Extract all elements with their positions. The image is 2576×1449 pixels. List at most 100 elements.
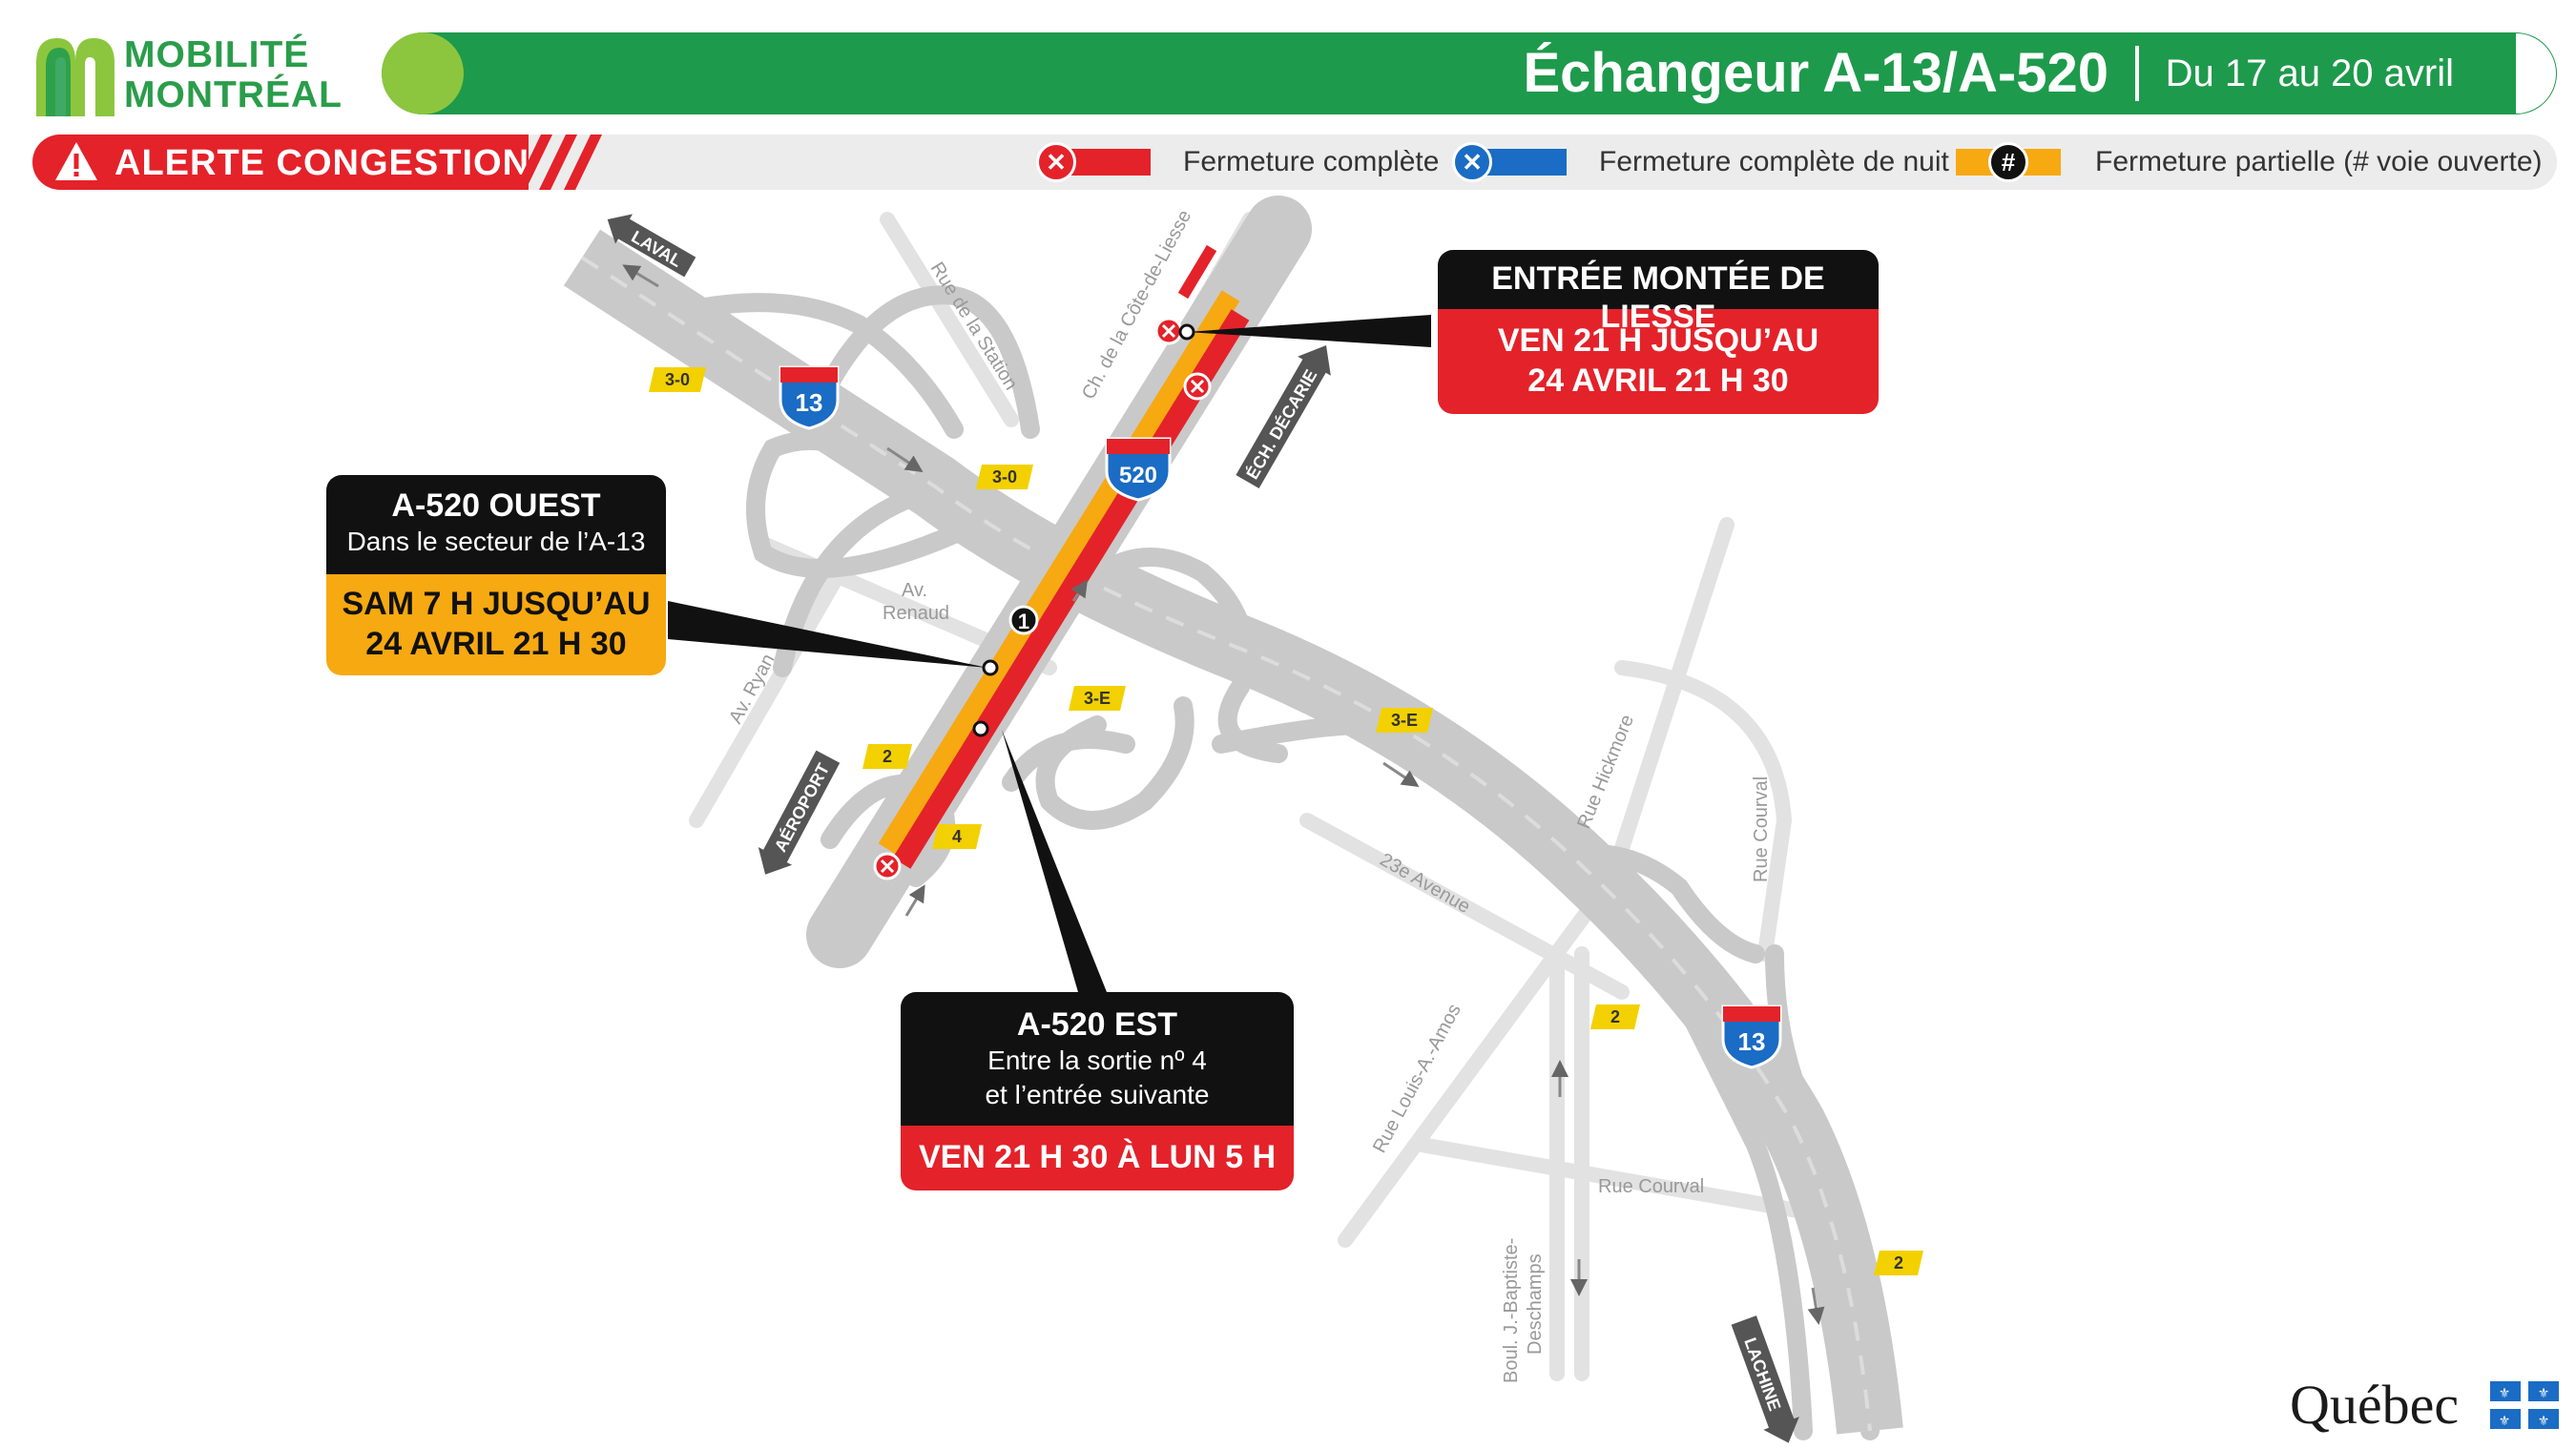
svg-text:⚜: ⚜ [2499, 1413, 2511, 1428]
a520-est-full-closure [892, 309, 1250, 869]
svg-text:3-0: 3-0 [665, 370, 690, 389]
callout-time-line1: VEN 21 H JUSQU’AU [1497, 322, 1819, 359]
exit-tags: 3-0 3-0 3-E 3-E 2 4 2 2 [649, 367, 1923, 1275]
legend-label: Fermeture complète [1183, 146, 1440, 177]
callout-title: A-520 OUEST [391, 487, 601, 524]
svg-text:4: 4 [952, 827, 962, 846]
callout-subtitle-line2: et l’entrée suivante [985, 1080, 1210, 1109]
svg-text:13: 13 [796, 388, 823, 417]
direction-aeroport: AÉROPORT [758, 750, 841, 875]
legend-label: Fermeture complète de nuit [1599, 146, 1949, 177]
callout-time-line1: VEN 21 H 30 À LUN 5 H [918, 1139, 1277, 1175]
callout-time-line2: 24 AVRIL 21 H 30 [365, 626, 627, 662]
a520-west-partial-closure [878, 290, 1240, 855]
avenue-23-street [1299, 813, 1630, 1000]
callout-head: A-520 OUEST Dans le secteur de l’A-13 [326, 475, 666, 574]
quebec-logo: Québec ⚜ ⚜ ⚜ ⚜ [2290, 1374, 2566, 1437]
alert-congestion-badge: ALERTE CONGESTION [32, 135, 529, 190]
svg-text:2: 2 [1894, 1253, 1903, 1273]
callout-subtitle: Dans le secteur de l’A-13 [346, 527, 646, 556]
alert-stripes-icon [514, 135, 602, 190]
alert-legend-bar: ALERTE CONGESTION ✕ Fermeture complète ✕… [32, 135, 2557, 190]
date-range: Du 17 au 20 avril [2165, 52, 2454, 94]
title-dot-icon [382, 32, 464, 114]
svg-text:LACHINE: LACHINE [1740, 1335, 1784, 1414]
callout-title: A-520 EST [1016, 1006, 1178, 1043]
title-separator [2135, 46, 2139, 101]
svg-text:2: 2 [1610, 1007, 1620, 1026]
callout-title: ENTRÉE MONTÉE DE LIESSE [1491, 260, 1825, 335]
warning-icon [55, 142, 97, 180]
legend-number-icon: # [1988, 142, 2028, 182]
callout-time-line1: SAM 7 H JUSQU’AU [342, 586, 651, 622]
half-circle-icon [2476, 33, 2556, 114]
rue-de-la-station-street [880, 212, 1019, 427]
exit-tag: 2 [1590, 1004, 1640, 1029]
street-label: Av.Renaud [883, 580, 949, 624]
rue-courval-v-street [1614, 660, 1793, 962]
legend-red-x-icon: ✕ [1036, 142, 1076, 182]
svg-text:13: 13 [1738, 1027, 1766, 1056]
callout-entree-liesse: ENTRÉE MONTÉE DE LIESSE VEN 21 H JUSQU’A… [1438, 250, 1879, 414]
rue-hickmore-street [1605, 517, 1735, 885]
street-label: Boul. J.-Baptiste- [1501, 1238, 1522, 1383]
ouest-pointer [668, 601, 987, 668]
svg-text:⚜: ⚜ [2499, 1385, 2511, 1400]
callout-time: VEN 21 H 30 À LUN 5 H [901, 1126, 1294, 1190]
callout-time-line2: 24 AVRIL 21 H 30 [1527, 362, 1789, 399]
exit-tag: 4 [932, 824, 982, 849]
street-label: 23e Avenue [1377, 849, 1474, 918]
header: MOBILITÉ MONTRÉAL Échangeur A-13/A-520 D… [0, 0, 2576, 124]
callout-time: SAM 7 H JUSQU’AU 24 AVRIL 21 H 30 [326, 574, 666, 675]
closure-markers: 1 [873, 317, 1212, 880]
direction-ech-decarie: ÉCH. DÉCARIE [1236, 345, 1331, 488]
legend-partial-closure: # Fermeture partielle (# voie ouverte) [1956, 135, 2557, 190]
legend-full-closure: ✕ Fermeture complète [1036, 135, 1440, 190]
logo-line-1: MOBILITÉ [124, 34, 310, 75]
est-pointer [1002, 730, 1107, 992]
svg-text:⚜: ⚜ [2538, 1385, 2550, 1400]
svg-text:2: 2 [883, 747, 892, 766]
closure-x-icon [1161, 323, 1176, 339]
callout-pointers [668, 315, 1431, 992]
highway-520-shield: 520 [1105, 437, 1172, 502]
svg-text:⚜: ⚜ [2538, 1413, 2550, 1428]
exit-tag: 3-0 [649, 367, 706, 392]
callout-head: A-520 EST Entre la sortie nº 4 et l’entr… [901, 992, 1294, 1126]
title-bar: Échangeur A-13/A-520 Du 17 au 20 avril [382, 32, 2557, 114]
svg-text:3-0: 3-0 [992, 467, 1017, 486]
av-ryan-street [689, 565, 847, 828]
street-label: Deschamps [1525, 1253, 1546, 1355]
rue-courval-h-street [1414, 1137, 1811, 1219]
street-label: Rue Courval [1751, 776, 1772, 882]
street-label: Rue Courval [1598, 1176, 1704, 1197]
rue-louis-amos-street [1338, 870, 1620, 1248]
exit-tag: 3-E [1376, 708, 1433, 733]
svg-text:ÉCH. DÉCARIE: ÉCH. DÉCARIE [1242, 365, 1321, 482]
legend-blue-x-icon: ✕ [1452, 142, 1492, 182]
legend-label: Fermeture partielle (# voie ouverte) [2095, 146, 2543, 177]
quebec-flag-icon: ⚜ ⚜ ⚜ ⚜ [2490, 1381, 2559, 1429]
legend-night-closure: ✕ Fermeture complète de nuit [1452, 135, 1949, 190]
a13-highway [563, 229, 1903, 1435]
callout-a520-est: A-520 EST Entre la sortie nº 4 et l’entr… [901, 992, 1294, 1190]
callout-a520-ouest: A-520 OUEST Dans le secteur de l’A-13 SA… [326, 475, 666, 675]
alert-label: ALERTE CONGESTION [114, 143, 530, 183]
exit-tag: 2 [862, 744, 912, 769]
mobilite-montreal-logo: MOBILITÉ MONTRÉAL [32, 34, 347, 116]
exit-tag: 2 [1874, 1251, 1923, 1275]
logo-line-2: MONTRÉAL [124, 74, 343, 115]
callout-head: ENTRÉE MONTÉE DE LIESSE [1438, 250, 1879, 335]
logo-m-icon [36, 38, 114, 116]
closure-x-icon [880, 859, 895, 874]
closure-x-icon [1190, 379, 1205, 394]
liesse-entry-closure [1177, 244, 1217, 300]
callout-time: VEN 21 H JUSQU’AU 24 AVRIL 21 H 30 [1438, 309, 1879, 414]
highway-13-shield-bottom: 13 [1721, 1004, 1782, 1069]
exit-tag: 3-E [1069, 686, 1126, 711]
interchange-map: 1 13 520 13 LAVAL ÉCH. DÉCARIE AÉROPORT [563, 196, 1923, 1443]
highway-13-shield-top: 13 [779, 365, 840, 430]
callout-subtitle-line1: Entre la sortie nº 4 [987, 1045, 1207, 1075]
lane-number-badge [1008, 605, 1039, 635]
page-title: Échangeur A-13/A-520 [1523, 42, 2109, 104]
